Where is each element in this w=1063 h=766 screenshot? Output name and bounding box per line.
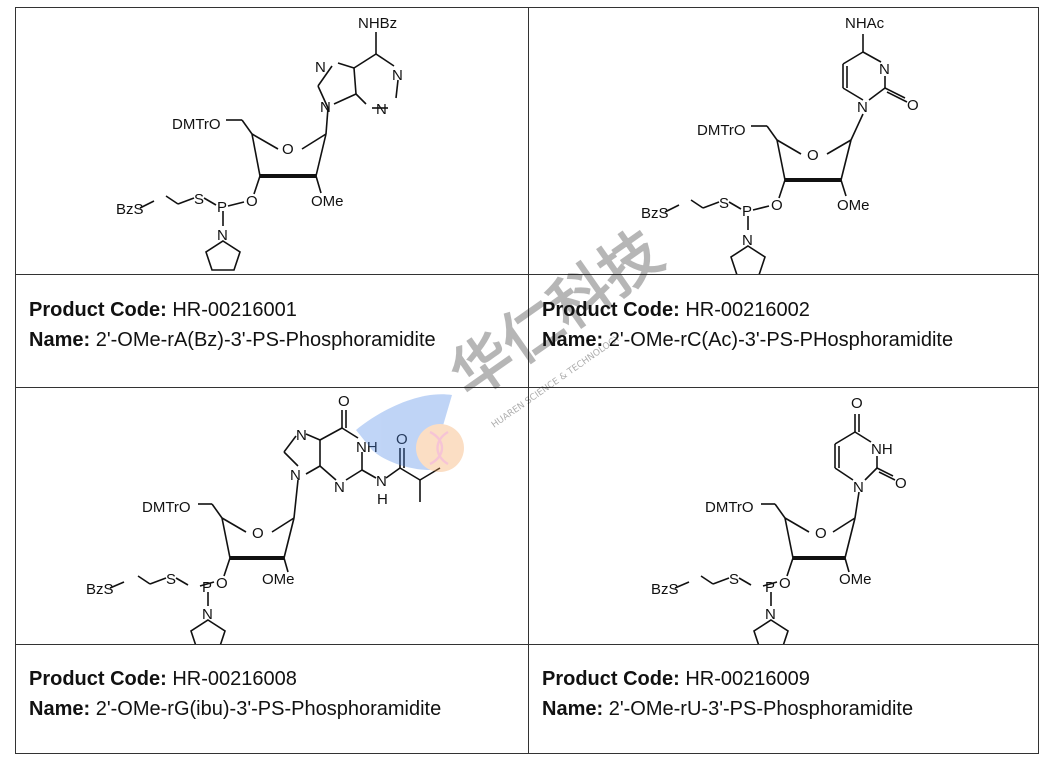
atom-label: O [282, 141, 294, 158]
atom-label: NH [871, 441, 893, 458]
atom-label: N [320, 99, 331, 116]
atom-label: BzS [86, 581, 114, 598]
atom-label: N [853, 479, 864, 496]
product-code-value: HR-00216009 [685, 668, 810, 690]
atom-label: S [729, 571, 739, 588]
atom-label: N [879, 61, 890, 78]
product-info-2: Product Code: HR-00216002 Name: 2'-OMe-r… [529, 295, 1040, 375]
product-name-label: Name: [542, 698, 604, 720]
atom-label: N [376, 473, 387, 490]
atom-label: OMe [262, 571, 295, 588]
product-name-value: 2'-OMe-rG(ibu)-3'-PS-Phosphoramidite [95, 698, 442, 720]
atom-label: N [290, 467, 301, 484]
atom-label: P [217, 199, 227, 216]
atom-label: O [779, 575, 791, 592]
product-info-4: Product Code: HR-00216009 Name: 2'-OMe-r… [529, 664, 1040, 744]
atom-label: DMTrO [172, 116, 221, 133]
atom-label: N [334, 479, 345, 496]
product-name-value: 2'-OMe-rA(Bz)-3'-PS-Phosphoramidite [95, 329, 436, 351]
chemical-structure-g: DMTrO O O OMe BzS S P N O N N NH N N H O [86, 393, 441, 644]
structure-cell-1: DMTrO O O OMe BzS S P N NHBz N N N N [16, 8, 528, 274]
structure-cell-4: DMTrO O O OMe BzS S P N O NH N O [529, 388, 1040, 644]
atom-label: O [396, 431, 408, 448]
atom-label: P [202, 579, 212, 596]
atom-label: N [217, 227, 228, 244]
product-code-line: Product Code: HR-00216001 [29, 295, 528, 325]
product-code-line: Product Code: HR-00216009 [542, 664, 1040, 694]
atom-label: O [216, 575, 228, 592]
atom-label: O [815, 525, 827, 542]
product-code-label: Product Code: [29, 299, 167, 321]
atom-label: S [166, 571, 176, 588]
product-name-line: Name: 2'-OMe-rU-3'-PS-Phosphoramidite [542, 694, 1040, 724]
atom-label: S [719, 195, 729, 212]
atom-label: BzS [651, 581, 679, 598]
row-divider [16, 387, 1038, 388]
product-code-line: Product Code: HR-00216002 [542, 295, 1040, 325]
atom-label: BzS [116, 201, 144, 218]
atom-label: P [742, 203, 752, 220]
product-name-label: Name: [29, 329, 91, 351]
column-divider [528, 8, 529, 753]
atom-label: OMe [837, 197, 870, 214]
product-name-line: Name: 2'-OMe-rA(Bz)-3'-PS-Phosphoramidit… [29, 325, 528, 355]
structure-cell-3: DMTrO O O OMe BzS S P N O N N NH N N H O [16, 388, 528, 644]
atom-label: O [246, 193, 258, 210]
atom-label: S [194, 191, 204, 208]
atom-label: OMe [311, 193, 344, 210]
product-code-label: Product Code: [542, 668, 680, 690]
atom-label: N [315, 59, 326, 76]
product-code-line: Product Code: HR-00216008 [29, 664, 528, 694]
product-code-label: Product Code: [542, 299, 680, 321]
atom-label: O [252, 525, 264, 542]
atom-label: NHBz [358, 15, 397, 32]
product-table: DMTrO O O OMe BzS S P N NHBz N N N N [15, 7, 1039, 754]
atom-label: DMTrO [142, 499, 191, 516]
product-name-value: 2'-OMe-rC(Ac)-3'-PS-PHosphoramidite [608, 329, 954, 351]
atom-label: BzS [641, 205, 669, 222]
product-name-line: Name: 2'-OMe-rC(Ac)-3'-PS-PHosphoramidit… [542, 325, 1040, 355]
product-name-label: Name: [542, 329, 604, 351]
product-name-label: Name: [29, 698, 91, 720]
atom-label: N [765, 606, 776, 623]
chemical-structure-u: DMTrO O O OMe BzS S P N O NH N O [651, 395, 907, 644]
atom-label: NH [356, 439, 378, 456]
product-code-value: HR-00216002 [685, 299, 810, 321]
atom-label: DMTrO [697, 122, 746, 139]
atom-label: O [851, 395, 863, 412]
atom-label: P [765, 579, 775, 596]
atom-label: N [296, 427, 307, 444]
chemical-structure-c: DMTrO O O OMe BzS S P N NHAc N N O [641, 15, 919, 274]
atom-label: N [376, 101, 387, 118]
product-code-value: HR-00216001 [172, 299, 297, 321]
row-divider [16, 274, 1038, 275]
atom-label: N [392, 67, 403, 84]
product-code-label: Product Code: [29, 668, 167, 690]
product-info-3: Product Code: HR-00216008 Name: 2'-OMe-r… [16, 664, 528, 744]
row-divider [16, 644, 1038, 645]
atom-label: N [202, 606, 213, 623]
atom-label: O [807, 147, 819, 164]
product-name-value: 2'-OMe-rU-3'-PS-Phosphoramidite [608, 698, 914, 720]
product-name-line: Name: 2'-OMe-rG(ibu)-3'-PS-Phosphoramidi… [29, 694, 528, 724]
atom-label: NHAc [845, 15, 885, 32]
atom-label: O [895, 475, 907, 492]
atom-label: O [338, 393, 350, 410]
atom-label: N [857, 99, 868, 116]
atom-label: N [742, 232, 753, 249]
product-code-value: HR-00216008 [172, 668, 297, 690]
atom-label: H [377, 491, 388, 508]
structure-cell-2: DMTrO O O OMe BzS S P N NHAc N N O [529, 8, 1040, 274]
product-info-1: Product Code: HR-00216001 Name: 2'-OMe-r… [16, 295, 528, 375]
atom-label: O [907, 97, 919, 114]
atom-label: O [771, 197, 783, 214]
chemical-structure-a: DMTrO O O OMe BzS S P N NHBz N N N N [116, 15, 403, 271]
atom-label: OMe [839, 571, 872, 588]
atom-label: DMTrO [705, 499, 754, 516]
